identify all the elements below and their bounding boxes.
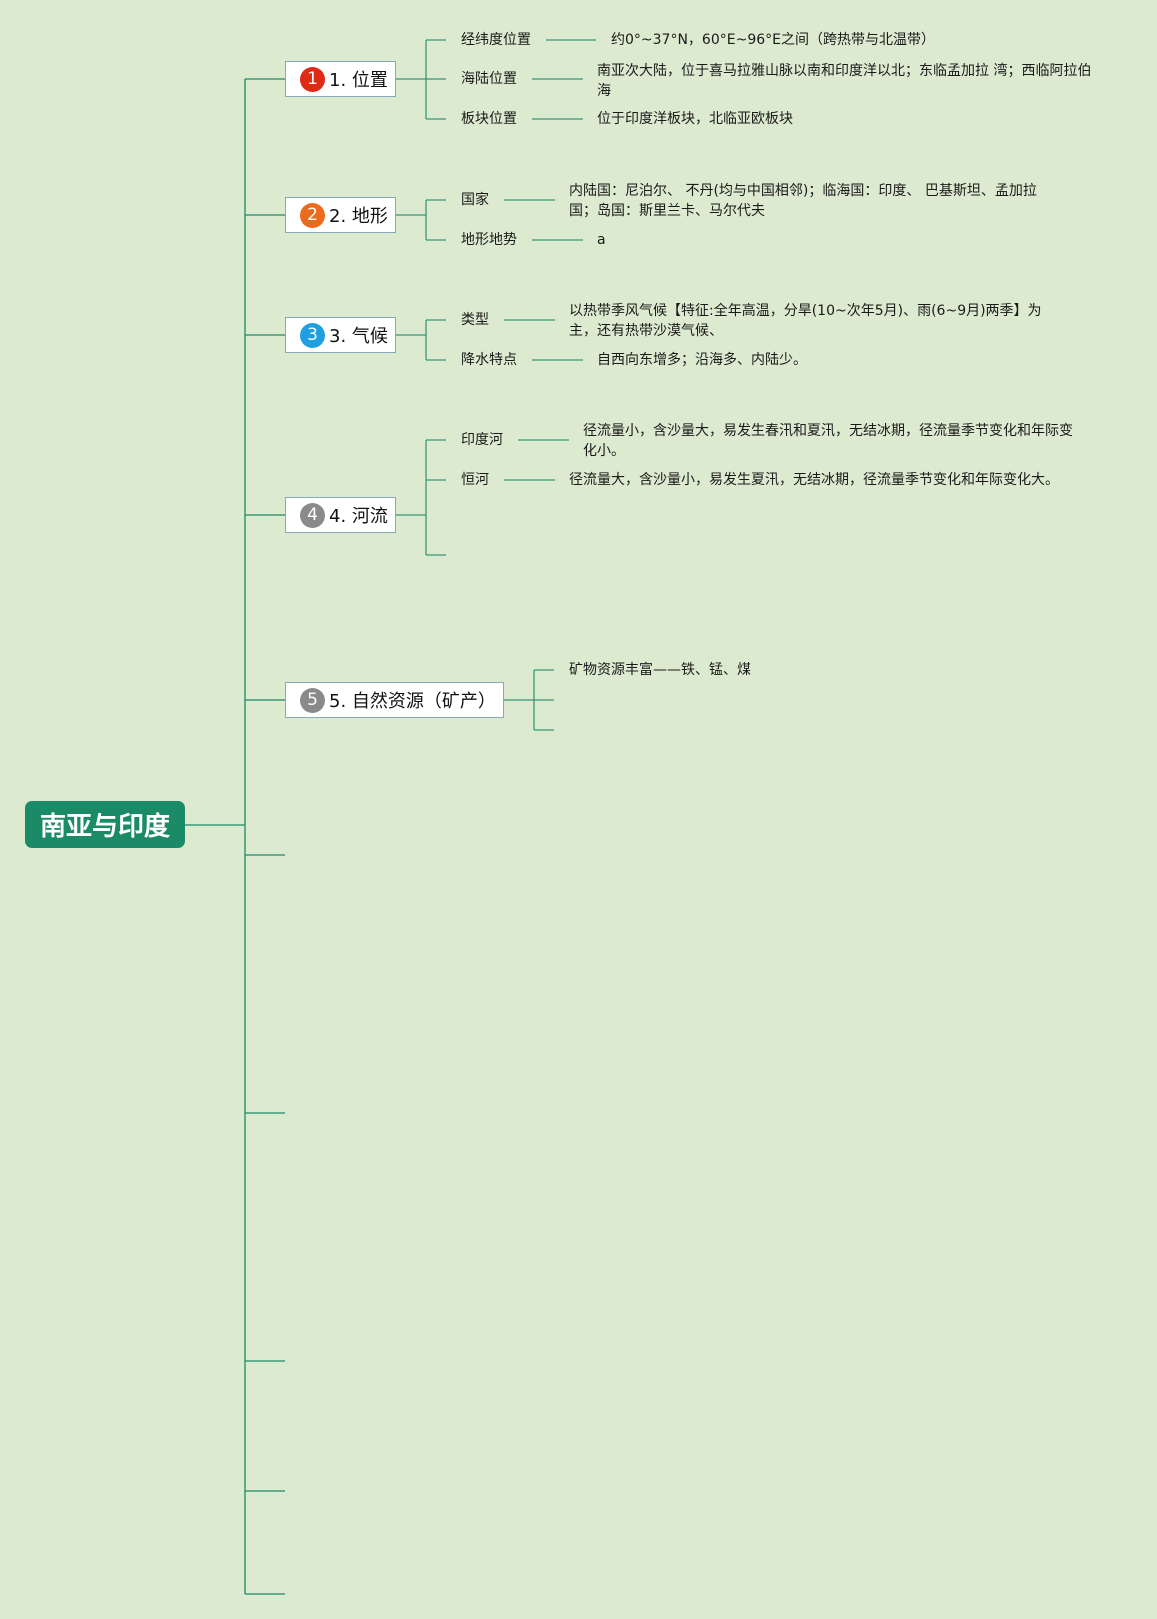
subtopic-sea-land-label[interactable]: 海陆位置 [461,71,517,87]
subtopic-landform-desc[interactable]: a [597,232,606,248]
topic-location[interactable]: 1 1. 位置 [285,61,396,97]
subtopic-precipitation-label[interactable]: 降水特点 [461,352,517,368]
subtopic-ganges-desc[interactable]: 径流量大，含沙量小，易发生夏汛，无结冰期，径流量季节变化和年际变化大。 [569,472,1059,488]
number-badge-3-icon: 3 [300,322,325,348]
subtopic-precipitation-desc[interactable]: 自西向东增多；沿海多、内陆少。 [597,352,807,368]
subtopic-latlon-desc[interactable]: 约0°~37°N，60°E~96°E之间（跨热带与北温带） [611,32,935,48]
subtopic-sea-land-desc[interactable]: 南亚次大陆，位于喜马拉雅山脉以南和印度洋以北；东临孟加拉 湾；西临阿拉伯海 [597,63,1092,99]
subtopic-landform-label[interactable]: 地形地势 [461,232,517,248]
subtopic-countries-desc[interactable]: 内陆国：尼泊尔、 不丹(均与中国相邻)；临海国：印度、 巴基斯坦、孟加拉国；岛国… [569,183,1037,219]
topic-label: 3. 气候 [329,326,388,347]
number-badge-2-icon: 2 [300,202,325,228]
subtopic-latlon-label[interactable]: 经纬度位置 [461,32,531,48]
topic-rivers[interactable]: 4 4. 河流 [285,497,396,533]
subtopic-climate-type-desc[interactable]: 以热带季风气候【特征:全年高温，分旱(10~次年5月)、雨(6~9月)两季】为主… [569,303,1042,339]
topic-label: 1. 位置 [329,70,388,91]
subtopic-indus-label[interactable]: 印度河 [461,432,503,448]
root-topic[interactable]: 南亚与印度 [25,801,185,848]
subtopic-plate-desc[interactable]: 位于印度洋板块，北临亚欧板块 [597,111,793,127]
root-title: 南亚与印度 [39,812,170,842]
topic-label: 4. 河流 [329,506,388,527]
topic-natural-resources[interactable]: 5 5. 自然资源（矿产） [285,682,504,718]
number-badge-1-icon: 1 [300,66,325,92]
topic-label: 2. 地形 [329,206,388,227]
topic-terrain[interactable]: 2 2. 地形 [285,197,396,233]
topic-label: 5. 自然资源（矿产） [329,691,496,712]
subtopic-indus-desc[interactable]: 径流量小，含沙量大，易发生春汛和夏汛，无结冰期，径流量季节变化和年际变化小。 [583,423,1073,459]
subtopic-plate-label[interactable]: 板块位置 [461,111,517,127]
subtopic-ganges-label[interactable]: 恒河 [461,472,489,488]
subtopic-climate-type-label[interactable]: 类型 [461,312,489,328]
number-badge-5-icon: 5 [300,687,325,713]
subtopic-minerals-label[interactable]: 矿物资源丰富——铁、锰、煤 [569,662,751,678]
subtopic-countries-label[interactable]: 国家 [461,192,489,208]
topic-climate[interactable]: 3 3. 气候 [285,317,396,353]
number-badge-4-icon: 4 [300,502,325,528]
